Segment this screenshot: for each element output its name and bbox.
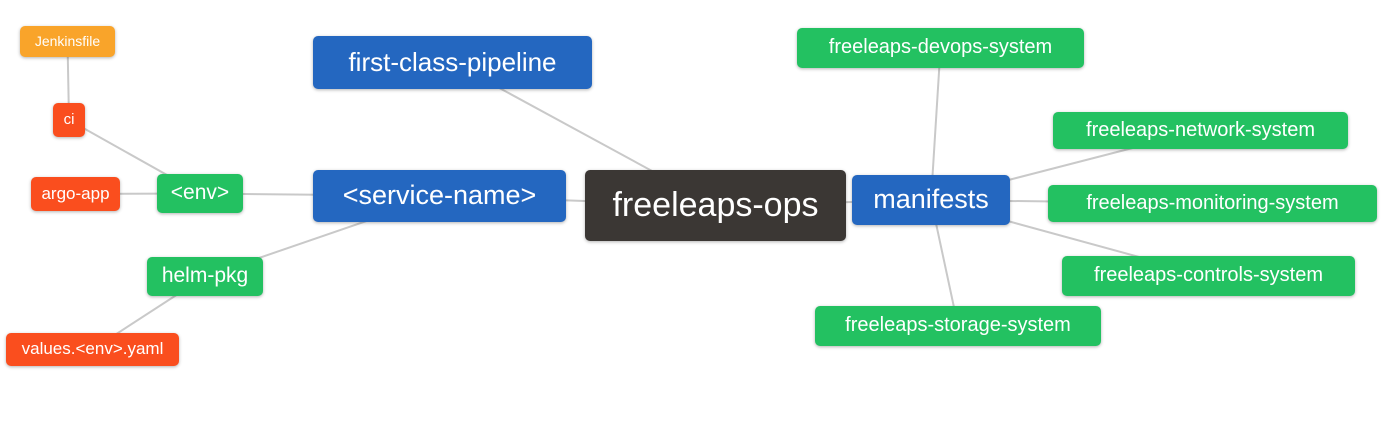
- node-freeleaps-monitoring-system[interactable]: freeleaps-monitoring-system: [1048, 185, 1377, 222]
- node-label: freeleaps-controls-system: [1094, 264, 1323, 286]
- node-label: freeleaps-ops: [612, 185, 819, 224]
- node-env[interactable]: <env>: [157, 174, 243, 213]
- node-helm-pkg[interactable]: helm-pkg: [147, 257, 263, 296]
- edge-manifests-to-freeleaps-devops-system: [930, 47, 942, 201]
- node-label: freeleaps-monitoring-system: [1086, 191, 1339, 214]
- node-argo-app[interactable]: argo-app: [31, 177, 120, 211]
- node-label: first-class-pipeline: [348, 46, 557, 77]
- node-label: argo-app: [41, 183, 110, 203]
- node-label: <service-name>: [342, 179, 537, 210]
- node-values-env-yaml[interactable]: values.<env>.yaml: [6, 333, 179, 366]
- node-label: freeleaps-devops-system: [828, 36, 1053, 58]
- node-freeleaps-ops[interactable]: freeleaps-ops: [585, 170, 846, 241]
- node-manifests[interactable]: manifests: [852, 175, 1010, 225]
- node-freeleaps-controls-system[interactable]: freeleaps-controls-system: [1062, 256, 1355, 296]
- node-ci[interactable]: ci: [53, 103, 85, 137]
- node-label: Jenkinsfile: [34, 32, 101, 49]
- node-label: manifests: [873, 183, 989, 214]
- node-label: values.<env>.yaml: [21, 339, 164, 358]
- node-first-class-pipeline[interactable]: first-class-pipeline: [313, 36, 592, 89]
- node-freeleaps-devops-system[interactable]: freeleaps-devops-system: [797, 28, 1084, 68]
- node-label: freeleaps-network-system: [1086, 118, 1315, 141]
- node-label: ci: [63, 110, 75, 128]
- node-label: helm-pkg: [161, 264, 249, 287]
- node-label: <env>: [170, 181, 230, 204]
- node-freeleaps-network-system[interactable]: freeleaps-network-system: [1053, 112, 1348, 149]
- node-jenkinsfile[interactable]: Jenkinsfile: [20, 26, 115, 57]
- node-label: freeleaps-storage-system: [845, 314, 1071, 336]
- node-service-name[interactable]: <service-name>: [313, 170, 566, 222]
- node-freeleaps-storage-system[interactable]: freeleaps-storage-system: [815, 306, 1101, 346]
